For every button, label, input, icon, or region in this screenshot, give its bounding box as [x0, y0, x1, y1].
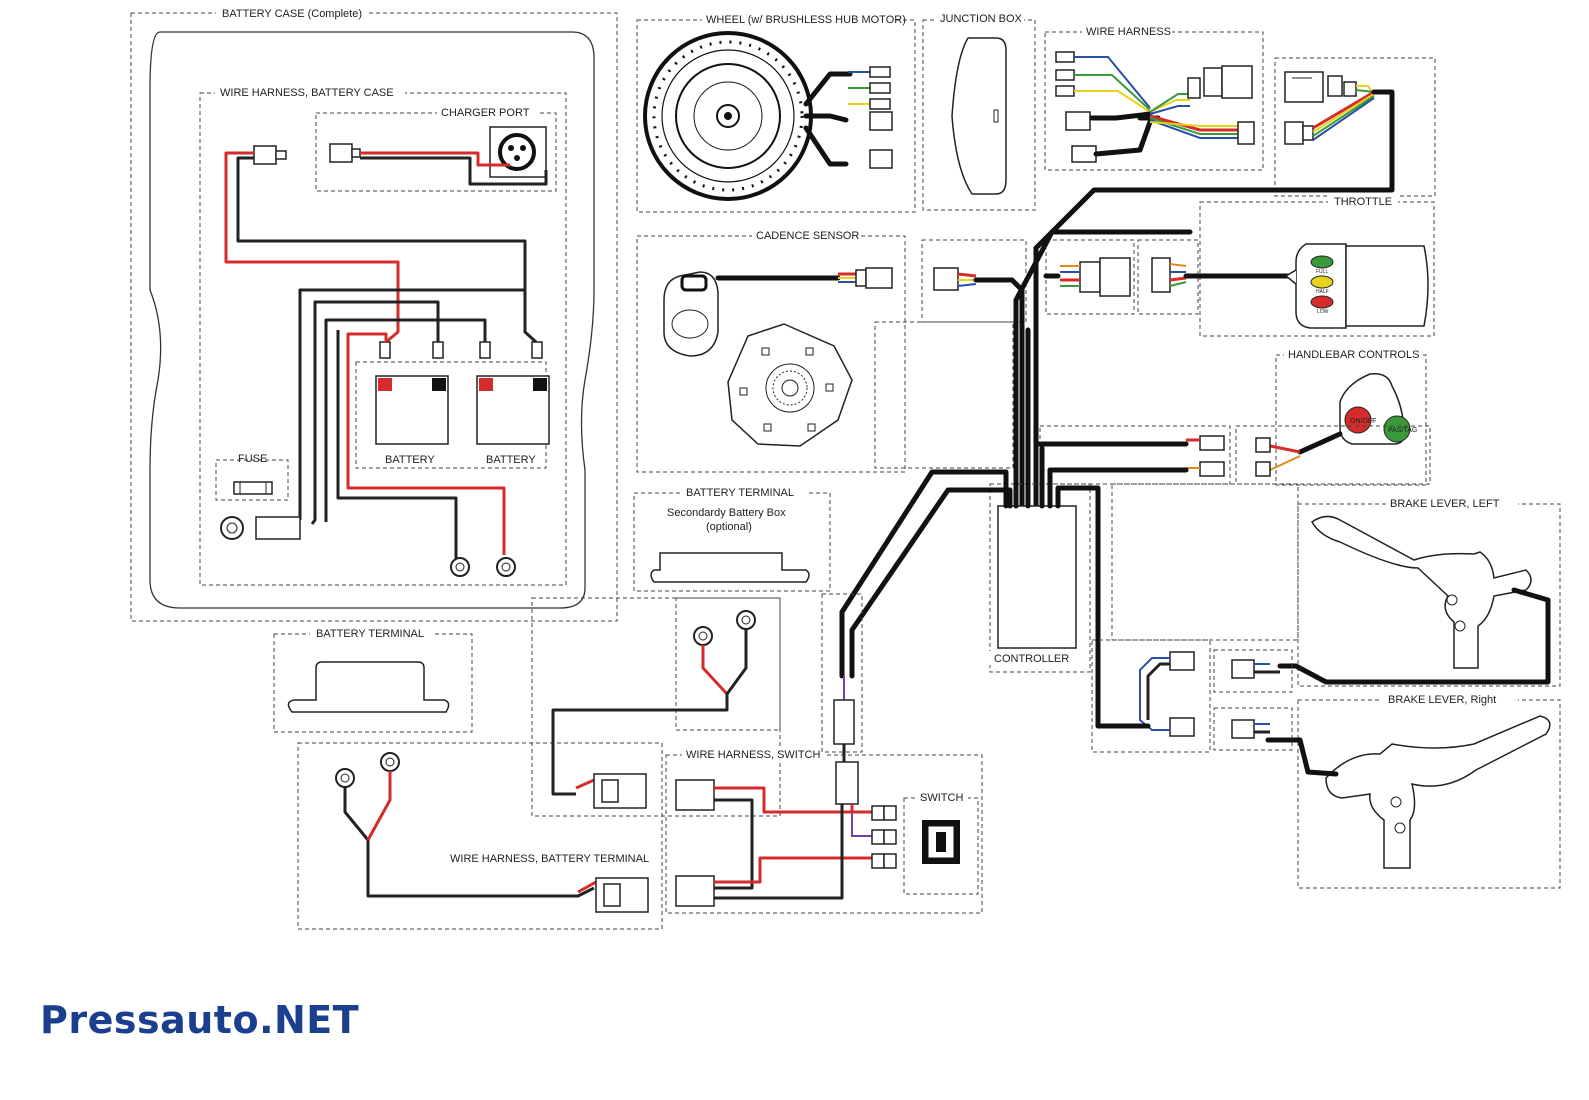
brake-right-connector — [1231, 719, 1255, 739]
cadence-sensor-label: CADENCE SENSOR — [756, 230, 859, 242]
fuse-icon — [233, 481, 273, 495]
cadence-magnet-disc-icon — [727, 323, 853, 447]
battery-case-section: BATTERY CASE (Complete) WIRE HARNESS, BA… — [130, 6, 618, 622]
cadence-route-box — [874, 321, 1014, 469]
brake-lever-left-box — [1297, 503, 1561, 687]
brake-extension-connector-2 — [1169, 717, 1195, 737]
throttle-half-label: HALF — [1316, 289, 1329, 295]
secondary-harness — [531, 597, 781, 817]
throttle-label: THROTTLE — [1334, 196, 1392, 208]
brake-lever-right-icon — [1325, 715, 1551, 869]
throttle-extension-connector — [1099, 257, 1131, 297]
brake-lever-left-label: BRAKE LEVER, LEFT — [1390, 498, 1500, 510]
brake-lever-left-icon — [1311, 515, 1532, 669]
battery-group-box — [355, 361, 547, 469]
battery-terminal-lower-section: BATTERY TERMINAL — [273, 627, 473, 733]
harness-plug-connector — [253, 145, 277, 165]
handlebar-controls-label: HANDLEBAR CONTROLS — [1288, 349, 1419, 361]
switch-label: SWITCH — [920, 792, 963, 804]
brake-lever-right-box — [1297, 699, 1561, 889]
battery-terminal-connectors — [379, 341, 543, 359]
handlebar-connector-2 — [1199, 461, 1225, 477]
harness-connector-bottom — [1237, 121, 1255, 145]
junction-box-section: JUNCTION BOX — [922, 13, 1036, 211]
throttle-full-label: FULL — [1316, 269, 1328, 275]
harness-connector-top — [1203, 67, 1223, 97]
switch-input-plug-1 — [675, 779, 715, 811]
throttle-box — [1199, 201, 1435, 337]
brake-extension-connector-1 — [1169, 651, 1195, 671]
on-off-button-label: ON/OFF — [1350, 418, 1376, 425]
cadence-sensor-connector — [865, 267, 893, 289]
charger-port-icon — [498, 133, 536, 171]
wire-harness-battery-terminal-box — [297, 742, 663, 930]
battery-2-label: BATTERY — [486, 454, 536, 466]
throttle-grip-icon — [1345, 245, 1429, 327]
throttle-extension — [1043, 239, 1135, 315]
charger-plug-connector — [329, 143, 353, 163]
wire-harness-section: WIRE HARNESS — [1044, 25, 1264, 171]
switch-harness-top-connector — [833, 699, 855, 745]
throttle-connector — [1151, 257, 1171, 293]
wheel-label: WHEEL (w/ BRUSHLESS HUB MOTOR) — [706, 14, 906, 26]
secondary-harness-box — [531, 597, 781, 817]
brake-extension — [1091, 639, 1211, 753]
switch-harness-mid-connector — [835, 761, 859, 805]
display-connector-section — [1033, 57, 1436, 509]
switch-section: SWITCH — [903, 791, 979, 895]
battery-case-outline — [149, 31, 595, 609]
fuse-box — [215, 459, 289, 501]
controller-section: CONTROLLER — [839, 229, 1193, 729]
battery-terminal-lower-label: BATTERY TERMINAL — [316, 628, 424, 640]
hub-motor-icon — [643, 31, 813, 201]
wire-harness-battery-terminal-section: WIRE HARNESS, BATTERY TERMINAL — [297, 742, 663, 930]
controller-unit — [997, 505, 1077, 649]
wire-harness-label: WIRE HARNESS — [1086, 26, 1171, 38]
junction-box-icon — [951, 37, 1007, 195]
secondary-box-label: Secondardy Battery Box — [667, 507, 786, 519]
battery-case-box — [130, 12, 618, 622]
battery-1 — [375, 375, 449, 445]
display-plug — [1284, 71, 1324, 103]
battery-terminal-upper-icon — [650, 552, 810, 583]
battery-2 — [476, 375, 550, 445]
cadence-extension-connector — [933, 267, 959, 291]
cadence-extension — [921, 239, 1027, 509]
switch-input-plug-2 — [675, 875, 715, 907]
wire-harness-switch-label: WIRE HARNESS, SWITCH — [686, 749, 821, 761]
controller-label: CONTROLLER — [994, 653, 1069, 665]
handlebar-connector-1 — [1199, 435, 1225, 451]
handlebar-controls-section: HANDLEBAR CONTROLS ON/OFF PAS/TAG — [1269, 348, 1427, 486]
charger-port-box — [315, 112, 557, 192]
throttle-low-label: LOW — [1317, 309, 1329, 315]
pas-tag-button-label: PAS/TAG — [1388, 427, 1417, 434]
fuse-label: FUSE — [238, 453, 267, 465]
fuse-holder-connector — [255, 516, 301, 540]
wire-harness-switch-section: WIRE HARNESS, SWITCH — [665, 593, 983, 914]
brake-lever-right-section: BRAKE LEVER, Right — [1213, 693, 1561, 889]
battery-terminal-lower-icon — [287, 661, 450, 713]
battery-terminal-upper-section: BATTERY TERMINAL Secondardy Battery Box … — [633, 486, 831, 592]
brake-lever-right-label: BRAKE LEVER, Right — [1388, 694, 1496, 706]
motor-connector — [869, 111, 893, 131]
battery-case-label: BATTERY CASE (Complete) — [222, 8, 362, 20]
cadence-sensor-section: CADENCE SENSOR — [636, 229, 906, 473]
pas-tag-button[interactable] — [1383, 415, 1411, 443]
wire-harness-battery-terminal-label: WIRE HARNESS, BATTERY TERMINAL — [450, 853, 649, 865]
wheel-box — [636, 19, 916, 213]
junction-box-label: JUNCTION BOX — [940, 13, 1023, 25]
brand-watermark: Pressauto.NET — [40, 998, 360, 1042]
battery-1-label: BATTERY — [385, 454, 435, 466]
throttle-section: THROTTLE FULL HALF LOW — [1137, 195, 1435, 337]
charger-port-label: CHARGER PORT — [441, 107, 530, 119]
brake-left-connector — [1231, 659, 1255, 679]
wire-harness-battery-case-label: WIRE HARNESS, BATTERY CASE — [220, 87, 394, 99]
ring-terminals-case — [450, 557, 516, 577]
wheel-section: WHEEL (w/ BRUSHLESS HUB MOTOR) — [636, 13, 916, 213]
battery-terminal-upper-label: BATTERY TERMINAL — [686, 487, 794, 499]
optional-label: (optional) — [706, 521, 752, 533]
